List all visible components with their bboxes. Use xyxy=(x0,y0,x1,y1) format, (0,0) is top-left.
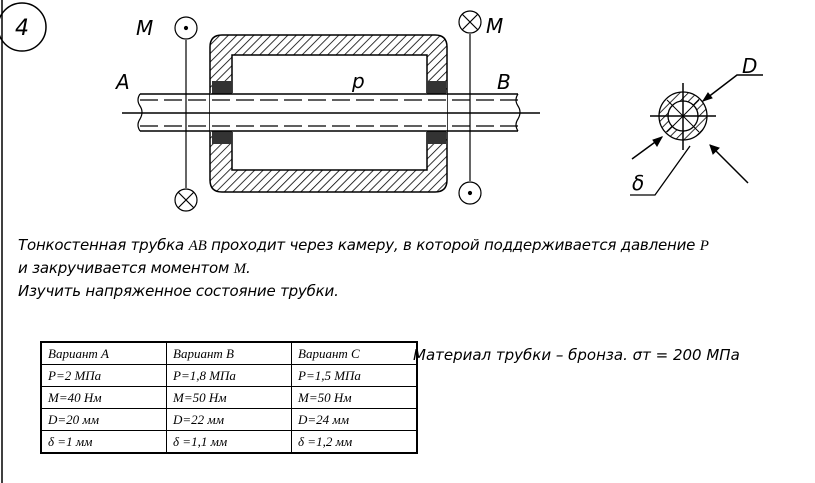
cell: D=24 мм xyxy=(291,408,418,431)
cell: δ =1 мм xyxy=(40,430,167,454)
cell: δ =1,2 мм xyxy=(291,430,418,454)
cell: Вариант A xyxy=(40,341,167,365)
task-description-line2: и закручивается моментом M. xyxy=(18,259,251,277)
svg-text:4: 4 xyxy=(15,16,29,41)
cell: P=2 МПа xyxy=(40,364,167,387)
end-label-a: A xyxy=(114,70,130,94)
material-info: Материал трубки – бронза. σт = 200 МПа xyxy=(413,346,740,364)
cell: P=1,8 МПа xyxy=(166,364,292,387)
moment-label-left: M xyxy=(136,16,153,40)
cell: M=50 Нм xyxy=(166,386,292,409)
cell: Вариант B xyxy=(166,341,292,365)
seals xyxy=(212,81,446,144)
thickness-label: δ xyxy=(632,171,644,195)
tube-cross-section xyxy=(630,74,763,196)
cell: δ =1,1 мм xyxy=(166,430,292,454)
pressure-label: p xyxy=(351,69,365,93)
end-label-b: B xyxy=(497,70,511,94)
task-description-line3: Изучить напряженное состояние трубки. xyxy=(18,282,339,300)
cell: M=50 Нм xyxy=(291,386,418,409)
cell: Вариант C xyxy=(291,341,418,365)
task-number-badge: 4 xyxy=(0,2,47,52)
moment-markers xyxy=(174,10,482,212)
cell: M=40 Нм xyxy=(40,386,167,409)
moment-label-right: M xyxy=(486,14,503,38)
cell: D=20 мм xyxy=(40,408,167,431)
cell: P=1,5 МПа xyxy=(291,364,418,387)
cell: D=22 мм xyxy=(166,408,292,431)
task-description-line1: Тонкостенная трубка AB проходит через ка… xyxy=(18,236,709,254)
diameter-label: D xyxy=(742,54,757,78)
